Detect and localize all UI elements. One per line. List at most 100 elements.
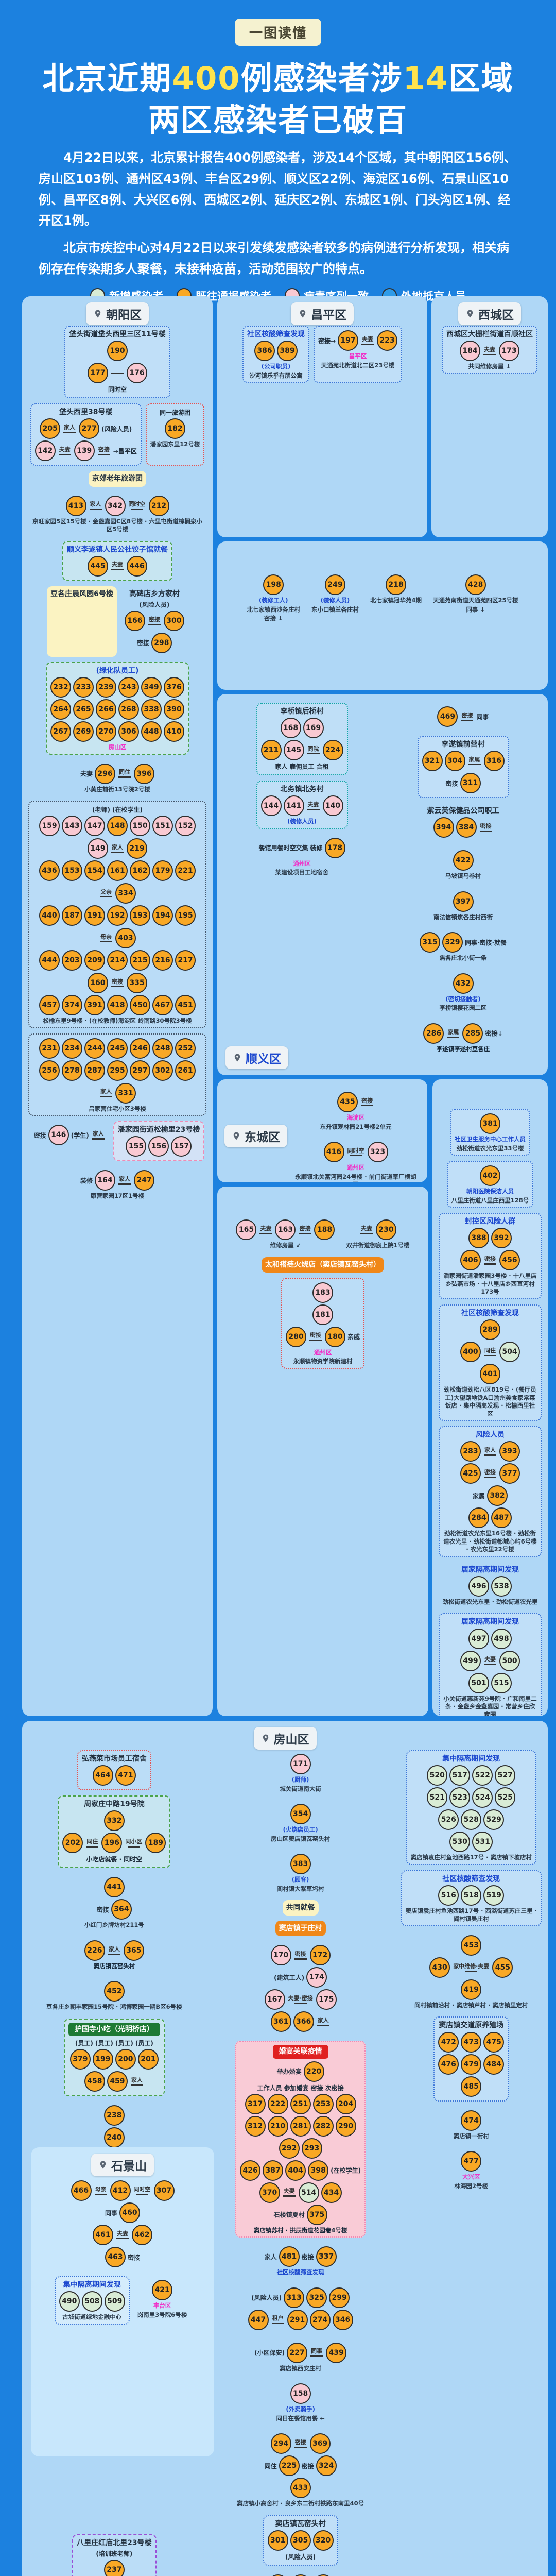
case-node-439: 439 (326, 2342, 347, 2363)
case-node-508: 508 (81, 2291, 102, 2312)
case-node-210: 210 (267, 2115, 288, 2137)
inline-label: 参加婚宴 (284, 2084, 309, 2092)
case-node-226: 226 (84, 1940, 105, 1961)
case-node-477: 477 (461, 2151, 482, 2172)
caption: 窦店镇小高舍村 · 良乡东二街村铁路东南里40号 (237, 2500, 364, 2507)
relation-label: 密接 (484, 1255, 496, 1262)
case-node-504: 504 (499, 1341, 520, 1362)
node-row: (培训班老师) (77, 2549, 151, 2558)
relation-edge: 密接 (97, 446, 110, 455)
cluster: 豆各庄晨风园6号楼 (47, 586, 117, 657)
cluster: 158(外卖骑手)同日在餐馆用餐 ← (273, 2380, 328, 2425)
case-node-157: 157 (171, 1136, 192, 1157)
cluster-title: 封控区风险人群 (465, 1217, 515, 1226)
inline-label: 密接→ (318, 337, 336, 345)
edge-line (468, 764, 481, 766)
cluster-title: 护国寺小吃（光明桥店） (68, 2022, 160, 2037)
inline-label: 家属 (472, 1492, 485, 1500)
inline-label: 次密接 (325, 2084, 344, 2092)
inline-label: 密接 (33, 1131, 46, 1139)
page-title: 北京近期400例感染者涉14区域 两区感染者已破百 (0, 58, 556, 141)
node-row: (风险人员) (268, 2552, 334, 2561)
case-node-361: 361 (270, 2011, 291, 2032)
case-node-462: 462 (132, 2225, 152, 2245)
inline-label: (在校学生) (331, 2167, 361, 2175)
case-node-396: 396 (134, 763, 154, 784)
caption: 通州区 (346, 1164, 365, 1172)
relation-label: 家中维修·夫妻 (453, 1962, 490, 1970)
cluster-title: 窦店镇交道原养殖场 (439, 2021, 504, 2030)
case-node-287: 287 (84, 1060, 105, 1081)
case-node-169: 169 (303, 718, 324, 739)
inline-label: 密接↓ (485, 1030, 503, 1038)
relation-edge: 母亲 (94, 2186, 107, 2195)
case-node-154: 154 (84, 860, 105, 882)
case-node-481: 481 (279, 2246, 300, 2267)
caption: 南法信镇焦各庄村西街 (433, 913, 493, 921)
caption: (外卖骑手) (286, 2405, 315, 2413)
case-node-209: 209 (84, 950, 105, 971)
case-node-266: 266 (96, 699, 116, 720)
case-node-382: 382 (487, 1485, 508, 1506)
node-row: (风险人员) (125, 600, 184, 609)
case-node-194: 194 (152, 905, 173, 926)
edge-line (447, 1036, 460, 1038)
case-node-518: 518 (461, 1885, 482, 1906)
case-node-216: 216 (152, 950, 173, 971)
case-node-180: 180 (324, 1326, 345, 1347)
edge-line (271, 2323, 284, 2324)
cluster-title: 垡头街道垡头西里三区11号楼 (69, 330, 166, 338)
cluster-title: 京郊老年旅游团 (92, 474, 143, 483)
case-node-530: 530 (449, 1832, 471, 1853)
case-node-146: 146 (48, 1125, 69, 1146)
case-node-346: 346 (332, 2309, 353, 2330)
node-row: 289 (443, 1319, 537, 1340)
inline-label: 同事 (476, 713, 489, 721)
node-row: 474 (454, 2110, 489, 2131)
relation-label: 家人 (108, 1945, 120, 1953)
case-node-434: 434 (321, 2182, 342, 2203)
case-node-391: 391 (84, 995, 105, 1016)
caption: (厨师) (291, 1776, 309, 1783)
case-node-520: 520 (427, 1765, 448, 1786)
edge-line (309, 1340, 322, 1341)
case-node-261: 261 (175, 1060, 196, 1081)
caption: 小红门乡牌坊村211号 (84, 1921, 144, 1929)
edge-line (294, 2447, 307, 2448)
case-node-184: 184 (460, 341, 480, 362)
caption: 天通苑南街道天通苑四区25号楼 (433, 597, 518, 604)
district-pin-label: 顺义区 (246, 1053, 281, 1066)
node-row: 397 (433, 891, 493, 912)
case-node-204: 204 (335, 2093, 356, 2114)
case-node-190: 190 (107, 341, 128, 362)
case-node-335: 335 (127, 973, 147, 994)
case-node-252: 252 (175, 1038, 196, 1059)
relation-label: 夫妻 (112, 561, 123, 568)
relation-edge: 家人 (100, 1089, 112, 1097)
inline-label: (建筑工人) (274, 1974, 305, 1981)
edge-line (307, 753, 320, 755)
case-node-529: 529 (483, 1809, 505, 1831)
edge-line (484, 1664, 496, 1665)
case-node-366: 366 (293, 2011, 314, 2032)
